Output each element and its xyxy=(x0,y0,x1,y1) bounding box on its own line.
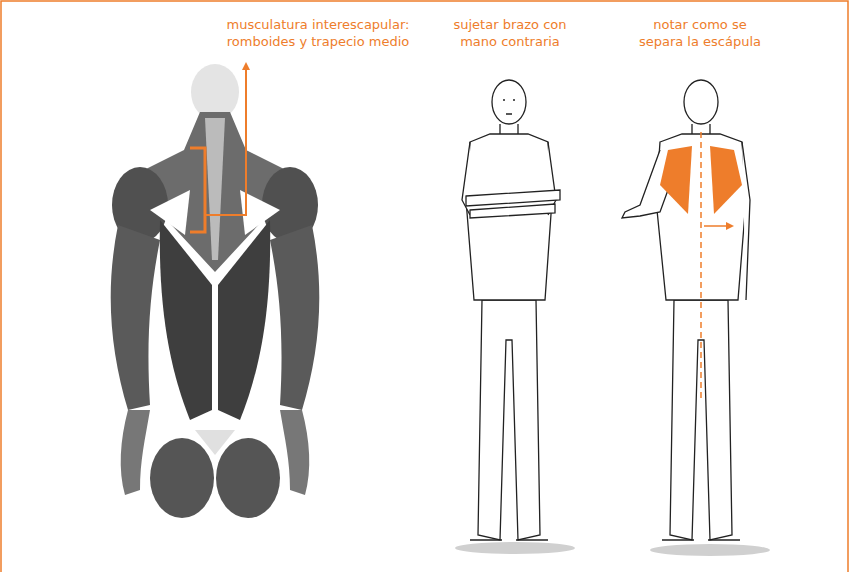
man-front xyxy=(455,80,575,554)
caption-label: notar como se separa la escápula xyxy=(630,16,770,50)
muscle-back xyxy=(111,64,320,518)
leader-bracket xyxy=(190,66,246,232)
caption-label: sujetar brazo con mano contraria xyxy=(445,16,575,50)
caption-label: musculatura interescapular: romboides y … xyxy=(218,16,418,50)
man-back xyxy=(622,80,770,556)
scapula-marks xyxy=(660,132,742,400)
